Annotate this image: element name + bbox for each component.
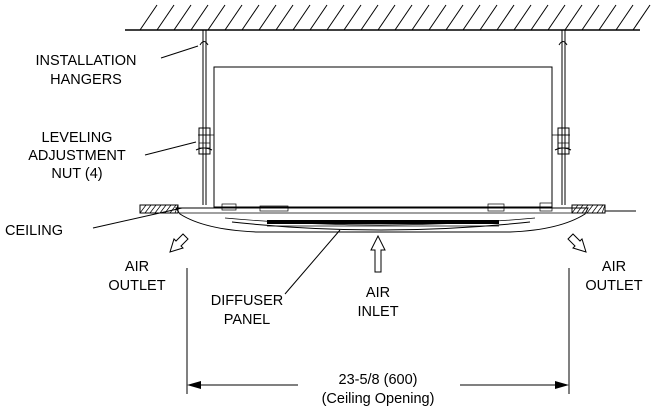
board-hatch-line (601, 204, 606, 214)
hatch-line (377, 4, 396, 31)
label-air-outlet-right-line2: OUTLET (585, 278, 642, 294)
board-hatch-line (159, 204, 167, 214)
hatch-line (598, 4, 617, 31)
hatch-line (581, 4, 600, 31)
label-air-outlet-right: AIR OUTLET (585, 259, 642, 294)
installation-hanger-left (199, 30, 209, 205)
label-installation-hangers: INSTALLATION HANGERS (36, 53, 137, 88)
board-hatch-line (149, 204, 157, 214)
label-air-outlet-left: AIR OUTLET (108, 259, 165, 294)
label-air-inlet-line2: INLET (357, 304, 398, 320)
label-ceiling: CEILING (5, 223, 63, 239)
hatch-line (564, 4, 583, 31)
board-hatch-line (576, 204, 584, 214)
label-diffuser-panel-line2: PANEL (224, 312, 270, 328)
installation-hanger-right (558, 30, 568, 205)
label-air-inlet-line1: AIR (366, 285, 390, 301)
hatch-line (224, 4, 243, 31)
board-hatch-line (596, 204, 604, 214)
board-hatch-line (169, 204, 177, 214)
label-air-outlet-left-line1: AIR (125, 259, 149, 275)
hatch-line (241, 4, 260, 31)
label-installation-hangers-line2: HANGERS (50, 72, 122, 88)
hatch-line (428, 4, 447, 31)
label-installation-hangers-line1: INSTALLATION (36, 53, 137, 69)
hatch-line (309, 4, 328, 31)
board-hatch-line (591, 204, 599, 214)
label-air-outlet-left-line2: OUTLET (108, 278, 165, 294)
hatch-line (258, 4, 277, 31)
hatch-line (394, 4, 413, 31)
hatch-line (343, 4, 362, 31)
hatch-line (190, 4, 209, 31)
dimension-arrow-icon (187, 381, 201, 389)
air-outlet-right-arrow-icon (567, 233, 587, 253)
structural-ceiling (125, 4, 651, 31)
hatch-line (513, 4, 532, 31)
label-air-inlet: AIR INLET (357, 285, 398, 320)
hatch-line (445, 4, 464, 31)
label-leveling-nut: LEVELING ADJUSTMENT NUT (4) (28, 130, 126, 182)
hatch-line (530, 4, 549, 31)
label-diffuser-panel: DIFFUSER PANEL (211, 293, 284, 328)
hatch-line (139, 4, 158, 31)
hatch-line (156, 4, 175, 31)
hatch-line (207, 4, 226, 31)
dimension-note: (Ceiling Opening) (322, 391, 435, 407)
label-air-outlet-right-line1: AIR (602, 259, 626, 275)
leveling-nut-icon (198, 127, 211, 155)
hatch-line (479, 4, 498, 31)
hatch-line (360, 4, 379, 31)
board-hatch-line (139, 204, 147, 214)
hatch-line (292, 4, 311, 31)
leveling-nut-right (554, 127, 572, 155)
hatch-line (275, 4, 294, 31)
hatch-line (615, 4, 634, 31)
board-hatch-line (581, 204, 589, 214)
air-inlet-arrow-icon (370, 234, 386, 273)
dimension-ceiling-opening (186, 268, 570, 394)
label-diffuser-panel-line1: DIFFUSER (211, 293, 284, 309)
diffuser-panel (175, 202, 589, 233)
ceiling-hatch-icon (139, 4, 651, 31)
board-hatch-line (586, 204, 594, 214)
hatch-line (496, 4, 515, 31)
board-hatch-line (144, 204, 152, 214)
board-hatch-line (154, 204, 162, 214)
hatch-line (632, 4, 651, 31)
leveling-nut-icon (557, 127, 570, 155)
hatch-line (462, 4, 481, 31)
unit-body (198, 66, 570, 208)
dimension-value: 23-5/8 (600) (339, 372, 418, 388)
label-leveling-nut-line1: LEVELING (42, 130, 113, 146)
board-hatch-line (571, 204, 579, 214)
hatch-line (326, 4, 345, 31)
label-leveling-nut-line3: NUT (4) (51, 166, 102, 182)
air-outlet-left-arrow-icon (169, 233, 189, 253)
leader-lines (92, 45, 341, 295)
hatch-line (547, 4, 566, 31)
leveling-nut-left (195, 127, 213, 155)
label-leveling-nut-line2: ADJUSTMENT (28, 148, 126, 164)
hatch-line (411, 4, 430, 31)
dimension-arrow-icon (555, 381, 569, 389)
hatch-line (173, 4, 192, 31)
